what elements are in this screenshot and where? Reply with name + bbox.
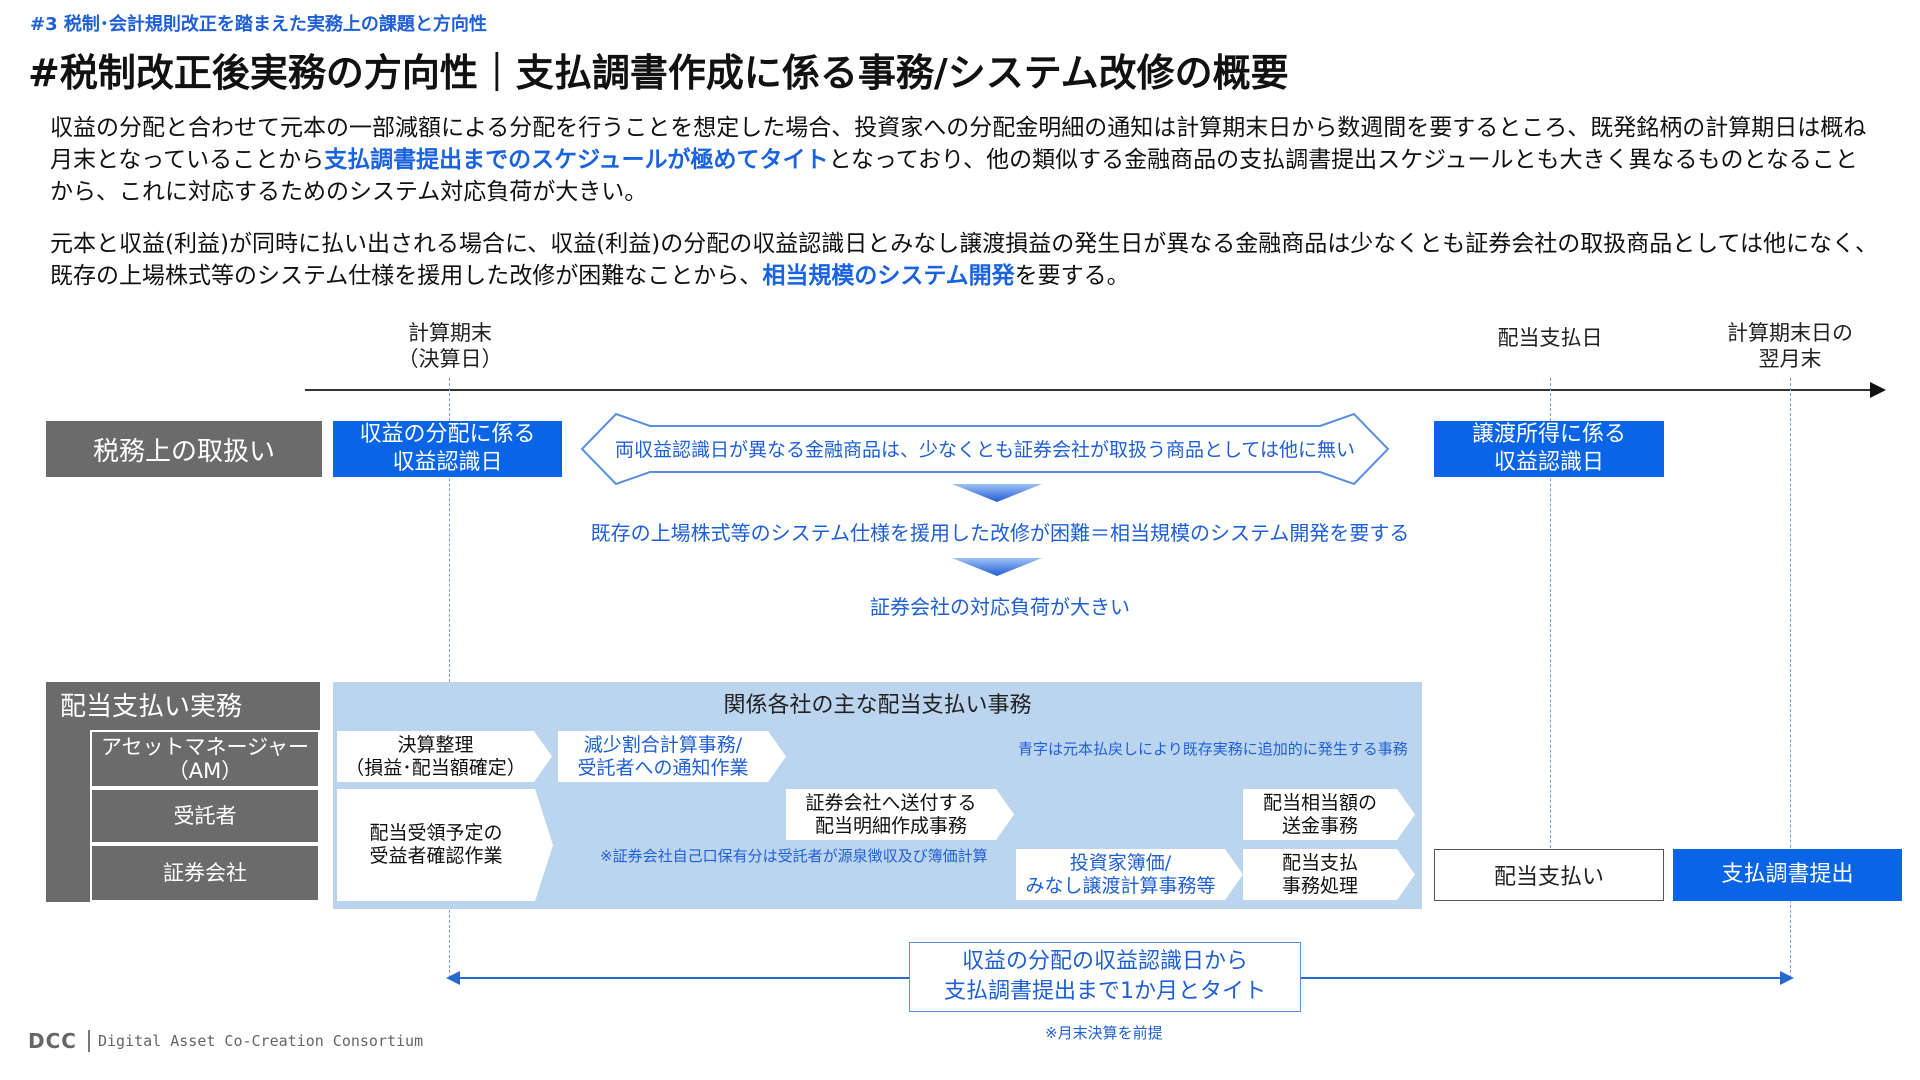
down-chevron-1 [952, 484, 1042, 502]
span-label: 収益の分配の収益認識日から支払調書提出まで1か月とタイト [909, 942, 1301, 1012]
payout-box: 配当支払い [1434, 849, 1664, 901]
subrow-asset-manager: アセットマネージャー（AM） [90, 730, 320, 788]
conclusion-text-1: 既存の上場株式等のシステム仕様を援用した改修が困難＝相当規模のシステム開発を要す… [590, 520, 1410, 545]
guide-next-month-end [1790, 378, 1791, 978]
legend-note: 青字は元本払戻しにより既存実務に追加的に発生する事務 [1018, 740, 1408, 758]
timeline-axis [305, 389, 1880, 391]
subrow-trustee: 受託者 [90, 788, 320, 844]
self-account-note: ※証券会社自己口保有分は受託者が源泉徴収及び簿価計算 [600, 847, 988, 865]
task-reduction-calc: 減少割合計算事務/受託者への通知作業 [558, 731, 786, 782]
panel-title: 関係各社の主な配当支払い事務 [723, 693, 1032, 718]
conclusion-text-2: 証券会社の対応負荷が大きい [870, 594, 1130, 619]
span-arrow-left-head [446, 971, 460, 985]
footer-org: Digital Asset Co-Creation Consortium [98, 1032, 424, 1050]
task-investor-ledger: 投資家簿価/みなし譲渡計算事務等 [1016, 849, 1243, 900]
page-title: #税制改正後実務の方向性｜支払調書作成に係る事務/システム改修の概要 [28, 51, 1289, 95]
report-submit-box: 支払調書提出 [1673, 849, 1902, 901]
transfer-recognition-box: 譲渡所得に係る収益認識日 [1434, 421, 1664, 477]
highlight-system-development: 相当規模のシステム開発 [762, 263, 1015, 289]
row-label-tax: 税務上の取扱い [46, 421, 322, 477]
task-beneficiary-confirm: 配当受領予定の受益者確認作業 [337, 789, 553, 901]
guide-period-end [449, 378, 450, 978]
double-arrow [580, 412, 1390, 486]
down-chevron-2 [952, 558, 1042, 576]
intro-paragraph-1: 収益の分配と合わせて元本の一部減額による分配を行うことを想定した場合、投資家への… [50, 115, 1867, 205]
timeline-label-period-end: 計算期末（決算日） [397, 321, 503, 371]
subrow-securities: 証券会社 [90, 844, 320, 902]
task-payment-processing: 配当支払事務処理 [1243, 849, 1415, 900]
row-label-dividend: 配当支払い実務 [60, 692, 243, 722]
task-remittance: 配当相当額の送金事務 [1243, 789, 1415, 840]
timeline-label-next-month-end: 計算期末日の翌月末 [1727, 321, 1853, 371]
timeline-label-payment-date: 配当支払日 [1497, 326, 1603, 350]
span-arrow-right-head [1780, 971, 1794, 985]
footer-logo: DCC [28, 1029, 77, 1053]
highlight-tight-schedule: 支払調書提出までのスケジュールが極めてタイト [324, 147, 829, 173]
footer-divider [88, 1030, 90, 1052]
double-arrow-text: 両収益認識日が異なる金融商品は、少なくとも証券会社が取扱う商品としては他に無い [614, 438, 1356, 461]
section-number: #3 税制･会計規則改正を踏まえた実務上の課題と方向性 [30, 14, 487, 35]
intro-paragraph-2: 元本と収益(利益)が同時に払い出される場合に、収益(利益)の分配の収益認識日とみ… [50, 231, 1879, 289]
timeline-arrowhead [1870, 382, 1886, 398]
task-settlement: 決算整理（損益･配当額確定） [337, 731, 552, 782]
task-statement-creation: 証券会社へ送付する配当明細作成事務 [786, 789, 1014, 840]
guide-payment-date [1550, 378, 1551, 848]
footnote: ※月末決算を前提 [1045, 1024, 1163, 1042]
income-recognition-box: 収益の分配に係る収益認識日 [333, 421, 562, 477]
